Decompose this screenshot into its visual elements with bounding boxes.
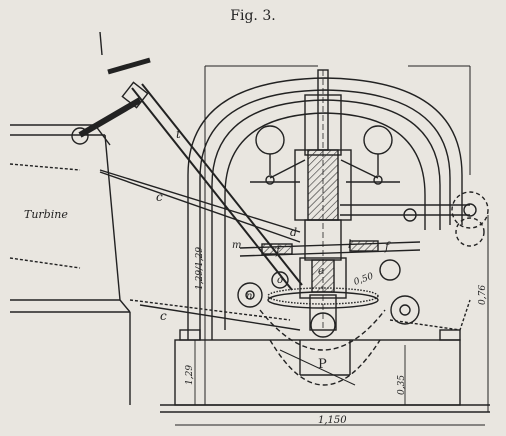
label-e: e xyxy=(318,266,324,277)
label-c-lower: c xyxy=(160,309,167,323)
dim-wheel: 0,50 xyxy=(353,271,376,287)
lever-t xyxy=(71,31,303,291)
label-f-right: f xyxy=(384,240,391,253)
label-d: d xyxy=(290,226,297,239)
label-P: P xyxy=(318,357,327,372)
turbine-housing xyxy=(9,124,131,405)
base xyxy=(160,329,490,413)
dim-base-height-right: 0,35 xyxy=(397,375,407,395)
dimension-lines xyxy=(175,215,489,426)
governor xyxy=(250,125,470,216)
label-f-left: f xyxy=(275,244,282,257)
right-pulleys xyxy=(403,191,489,247)
dim-right-height: 0,76 xyxy=(478,285,488,305)
label-o: o xyxy=(277,275,283,286)
dim-base-height-left: 1,29 xyxy=(185,365,195,385)
label-turbine: Turbine xyxy=(24,208,68,221)
arch-frame xyxy=(187,77,463,340)
dim-width: 1,150 xyxy=(318,415,347,426)
figure-title: Fig. 3. xyxy=(230,8,276,24)
dim-overall-height: 1,29/1,29 xyxy=(195,247,205,290)
label-m: m xyxy=(232,240,241,251)
central-spindle xyxy=(294,69,352,331)
shift-lever xyxy=(239,240,421,257)
label-l: l xyxy=(348,238,352,251)
label-c-upper: c xyxy=(156,190,163,204)
label-t: t xyxy=(176,127,181,141)
bevel-wheel xyxy=(237,259,471,351)
label-n: n xyxy=(246,291,252,302)
